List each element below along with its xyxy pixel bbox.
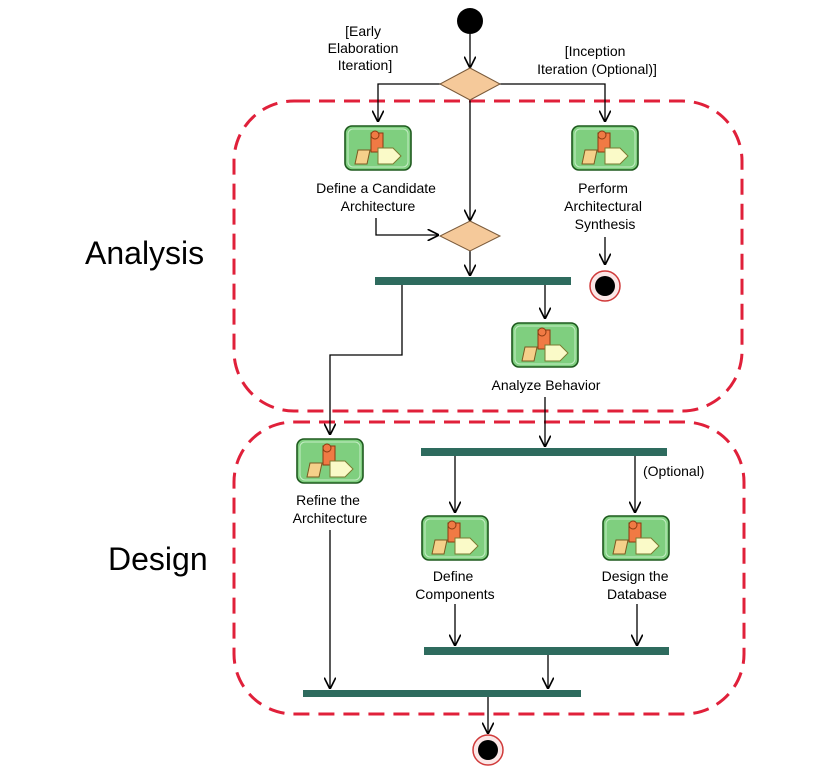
synthesis-end-node [589,270,621,302]
analyze-behavior-label: Analyze Behavior [492,377,601,393]
define-components-label: Define Components [415,568,494,602]
design-database-label: Design the Database [602,568,673,602]
perform-architectural-synthesis-label: Perform Architectural Synthesis [564,180,646,232]
merge-decision [438,220,502,252]
edge-fork-to-refine [330,285,403,434]
final-join-bar [303,690,581,697]
activity-workflow-icon[interactable] [344,125,412,171]
edge-decision-to-synthesis [499,83,605,121]
design-fork-bar [421,448,667,456]
early-elaboration-guard: [Early Elaboration Iteration] [328,23,403,73]
edge-candidate-to-merge [375,218,438,235]
define-candidate-architecture-label: Define a Candidate Architecture [316,180,440,214]
start-node [457,8,483,34]
design-join-bar [424,647,669,655]
analysis-region [232,99,744,413]
activity-workflow-icon[interactable] [602,515,670,561]
analysis-label: Analysis [85,235,204,271]
activity-workflow-icon[interactable] [511,322,579,368]
design-label: Design [108,541,208,577]
inception-guard: [Inception Iteration (Optional)] [537,43,657,77]
activity-workflow-icon[interactable] [296,438,364,484]
optional-guard: (Optional) [643,463,704,479]
refine-architecture-label: Refine the Architecture [293,492,368,526]
final-end-node [472,734,504,766]
analysis-fork-bar [375,277,571,285]
activity-workflow-icon[interactable] [571,125,639,171]
edge-decision-to-candidate [378,83,441,121]
activity-workflow-icon[interactable] [421,515,489,561]
iteration-decision [438,67,502,101]
